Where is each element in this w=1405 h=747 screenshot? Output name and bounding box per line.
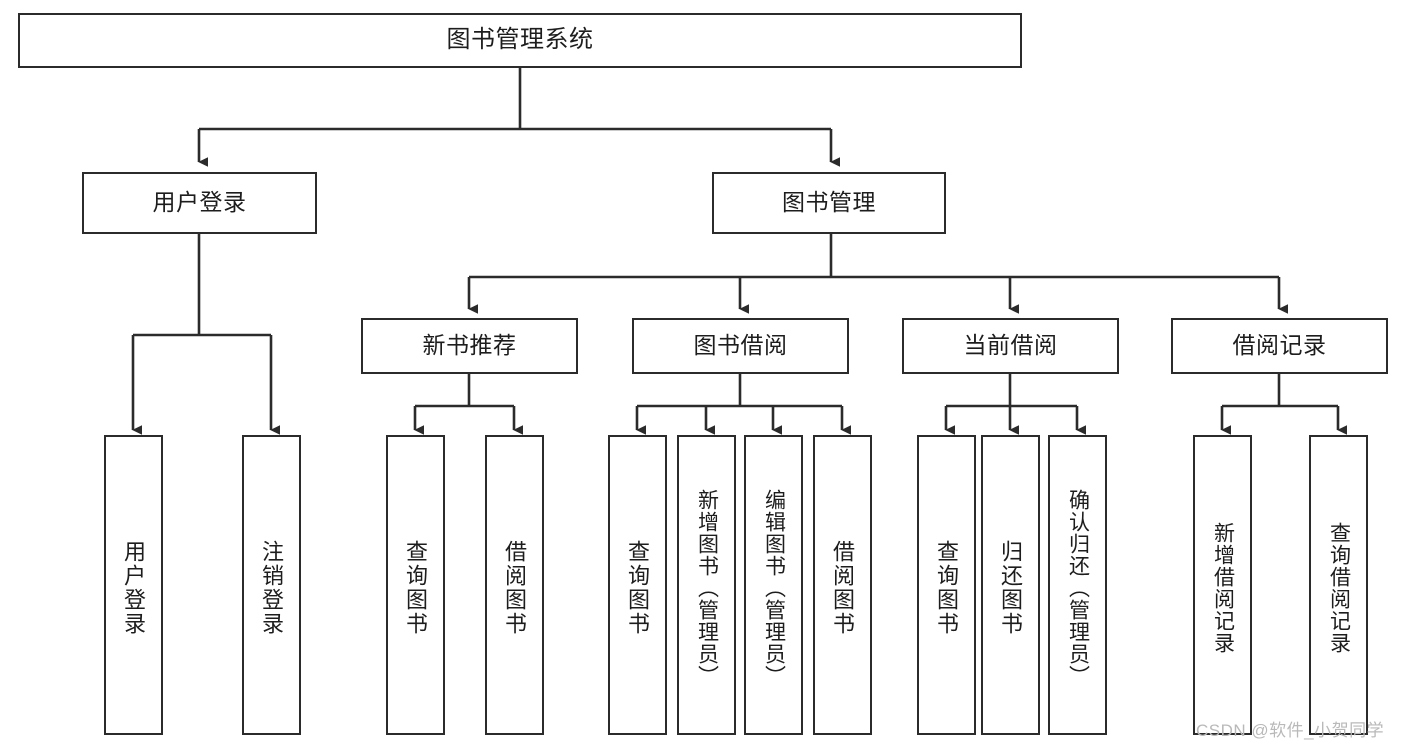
node-label: 借阅记录 — [1232, 332, 1327, 359]
node-label: 新书推荐 — [422, 332, 517, 359]
node-label: 图书管理系统 — [446, 26, 594, 54]
node-root-book-management-system[interactable]: 图书管理系统 — [18, 13, 1022, 68]
node-new-book-recommend[interactable]: 新书推荐 — [361, 318, 578, 374]
node-label: 借阅图书 — [502, 540, 528, 636]
node-current-borrow[interactable]: 当前借阅 — [902, 318, 1119, 374]
node-label: 借阅图书 — [830, 540, 856, 636]
csdn-watermark: CSDN @软件_小贺同学 — [1196, 721, 1385, 740]
node-label: 图书管理 — [782, 189, 876, 216]
node-book-borrow[interactable]: 图书借阅 — [632, 318, 849, 374]
node-label: 用户登录 — [152, 189, 247, 216]
node-label: 图书借阅 — [693, 332, 788, 359]
leaf-add-borrow-record[interactable]: 新增借阅记录 — [1193, 435, 1252, 735]
node-borrow-record[interactable]: 借阅记录 — [1171, 318, 1388, 374]
node-label: 用户登录 — [121, 540, 147, 636]
node-label: 编辑图书（管理员） — [762, 489, 786, 687]
leaf-query-book-borrow[interactable]: 查询图书 — [608, 435, 667, 735]
node-label: 当前借阅 — [963, 332, 1058, 359]
leaf-borrow-book-recommend[interactable]: 借阅图书 — [485, 435, 544, 735]
leaf-query-book-recommend[interactable]: 查询图书 — [386, 435, 445, 735]
node-label: 查询图书 — [403, 540, 429, 636]
leaf-query-book-current[interactable]: 查询图书 — [917, 435, 976, 735]
leaf-user-login[interactable]: 用户登录 — [104, 435, 163, 735]
leaf-return-book[interactable]: 归还图书 — [981, 435, 1040, 735]
leaf-confirm-return-admin[interactable]: 确认归还（管理员） — [1048, 435, 1107, 735]
node-user-login[interactable]: 用户登录 — [82, 172, 317, 234]
node-label: 查询图书 — [934, 540, 960, 636]
node-label: 归还图书 — [998, 540, 1024, 636]
node-label: 注销登录 — [259, 540, 285, 636]
node-label: 新增图书（管理员） — [695, 489, 719, 687]
leaf-borrow-book[interactable]: 借阅图书 — [813, 435, 872, 735]
leaf-add-book-admin[interactable]: 新增图书（管理员） — [677, 435, 736, 735]
node-label: 查询图书 — [625, 540, 651, 636]
leaf-logout-login[interactable]: 注销登录 — [242, 435, 301, 735]
leaf-edit-book-admin[interactable]: 编辑图书（管理员） — [744, 435, 803, 735]
node-book-management[interactable]: 图书管理 — [712, 172, 946, 234]
node-label: 查询借阅记录 — [1327, 522, 1351, 654]
node-label: 确认归还（管理员） — [1066, 489, 1090, 687]
node-label: 新增借阅记录 — [1211, 522, 1235, 654]
leaf-query-borrow-record[interactable]: 查询借阅记录 — [1309, 435, 1368, 735]
